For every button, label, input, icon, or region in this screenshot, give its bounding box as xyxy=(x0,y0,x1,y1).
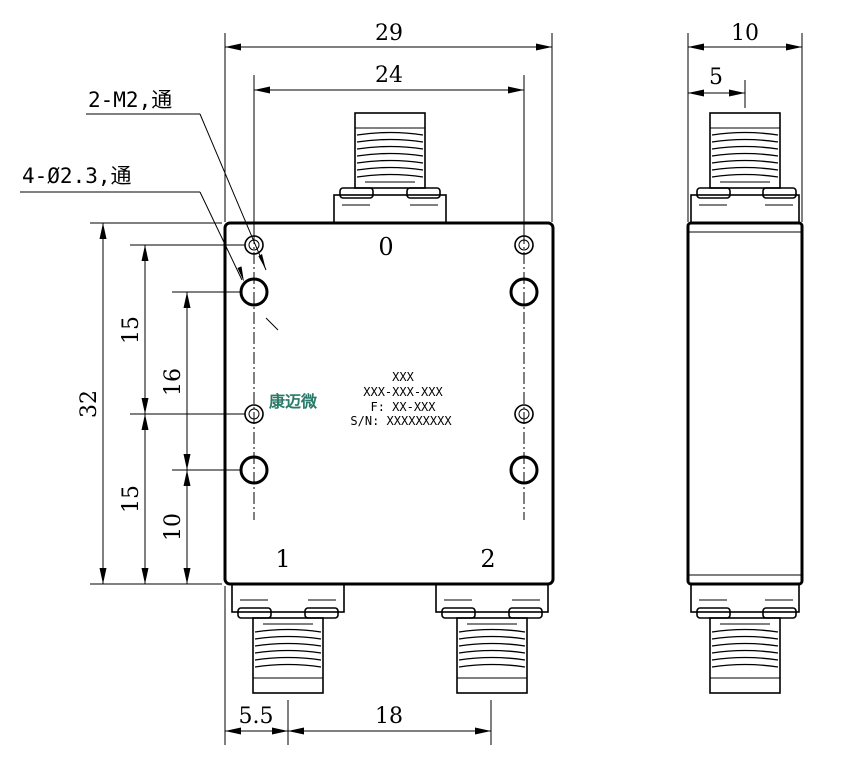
label-line-4: S/N: XXXXXXXXX xyxy=(350,414,452,428)
hole-large-upper-left xyxy=(239,277,269,307)
side-body xyxy=(686,221,804,586)
label-line-2: XXX-XXX-XXX xyxy=(363,385,443,399)
hole-large-lower-left xyxy=(239,455,269,485)
note-m2-text: 2-M2,通 xyxy=(88,88,172,112)
port-label-0: 0 xyxy=(378,233,393,261)
hole-small-inner xyxy=(248,239,260,251)
dim-15-upper-text: 15 xyxy=(119,316,144,344)
side-connector-bottom xyxy=(690,583,800,694)
dim-29: 29 xyxy=(224,21,553,222)
label-line-1: XXX xyxy=(392,370,414,384)
label-line-3: F: XX-XXX xyxy=(370,400,436,414)
dim-10-left-text: 10 xyxy=(161,513,186,541)
dim-16-text: 16 xyxy=(161,368,186,396)
dim-5-5-text: 5.5 xyxy=(239,704,274,729)
dim-32-text: 32 xyxy=(77,390,102,418)
connector-bottom-1 xyxy=(231,583,345,694)
dim-5-side: 5 xyxy=(688,65,746,108)
hole-small-top-right xyxy=(514,235,534,255)
note-d23-text: 4-Ø2.3,通 xyxy=(22,164,132,188)
dim-29-text: 29 xyxy=(375,21,403,46)
connector-bottom-2 xyxy=(435,583,549,694)
side-connector-top xyxy=(690,112,800,224)
port-label-1: 1 xyxy=(275,545,290,573)
hole-large-lower-right xyxy=(509,455,539,485)
dim-18: 18 xyxy=(288,700,492,745)
dim-24: 24 xyxy=(253,63,525,232)
hole-large-upper-right xyxy=(509,277,539,307)
dim-5-side-text: 5 xyxy=(709,65,723,90)
dim-15-lower: 15 xyxy=(119,414,149,584)
connector-top xyxy=(333,112,447,224)
brand-logo: 康迈微 xyxy=(269,392,318,411)
dim-5-5: 5.5 xyxy=(224,586,289,745)
dim-15-lower-text: 15 xyxy=(119,485,144,513)
hole-small-inner xyxy=(518,408,530,420)
dim-10-side-text: 10 xyxy=(731,21,759,46)
note-d23: 4-Ø2.3,通 xyxy=(20,164,244,282)
hole-small-inner xyxy=(518,239,530,251)
dim-10-side: 10 xyxy=(687,21,803,222)
dim-24-text: 24 xyxy=(375,63,403,88)
note-m2: 2-M2,通 xyxy=(86,88,279,331)
dim-18-text: 18 xyxy=(375,704,403,729)
dim-16: 16 xyxy=(161,291,240,471)
port-label-2: 2 xyxy=(480,545,495,573)
dim-32: 32 xyxy=(77,222,222,585)
hole-small-mid-right xyxy=(514,404,534,424)
hole-small-inner xyxy=(248,408,260,420)
product-label: 康迈微 XXX XXX-XXX-XXX F: XX-XXX S/N: XXXXX… xyxy=(269,370,452,428)
dim-10-left: 10 xyxy=(161,470,191,584)
